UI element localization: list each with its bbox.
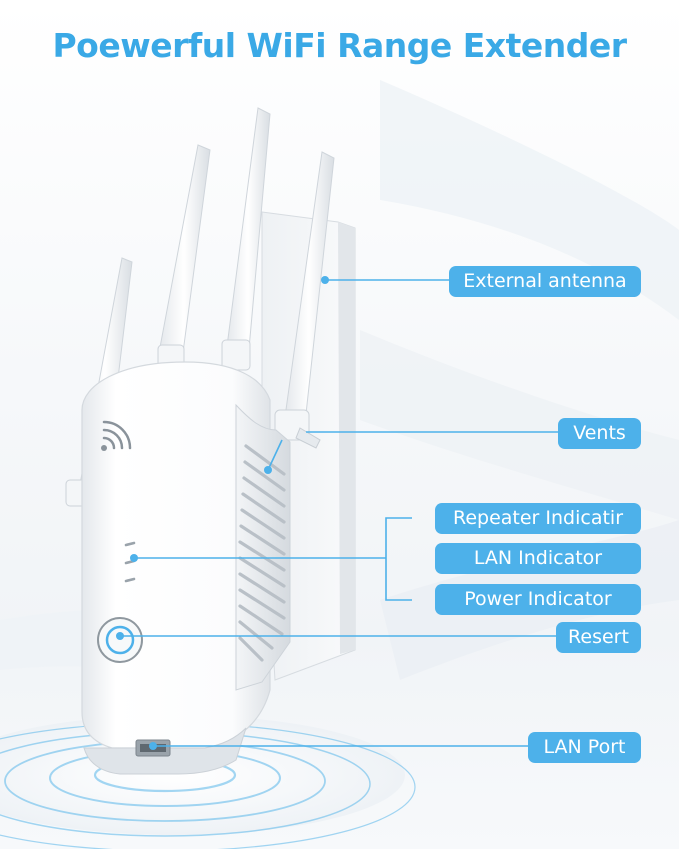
label-lan-indicator: LAN Indicator xyxy=(435,543,641,574)
page-title: Poewerful WiFi Range Extender xyxy=(52,26,627,65)
vent-side-panel xyxy=(235,403,291,691)
leader-dots xyxy=(116,276,329,750)
label-lan-port: LAN Port xyxy=(528,732,641,763)
label-vents: Vents xyxy=(558,418,641,449)
antenna-2 xyxy=(157,144,211,371)
wifi-signal-icon xyxy=(101,420,132,451)
label-repeater-indicator: Repeater Indicatir xyxy=(435,503,641,534)
label-power-indicator: Power Indicator xyxy=(435,584,641,615)
vent-slots xyxy=(238,444,286,662)
label-reset: Resert xyxy=(556,622,641,653)
leader-lines xyxy=(120,279,558,747)
label-external-antenna: External antenna xyxy=(449,266,641,297)
